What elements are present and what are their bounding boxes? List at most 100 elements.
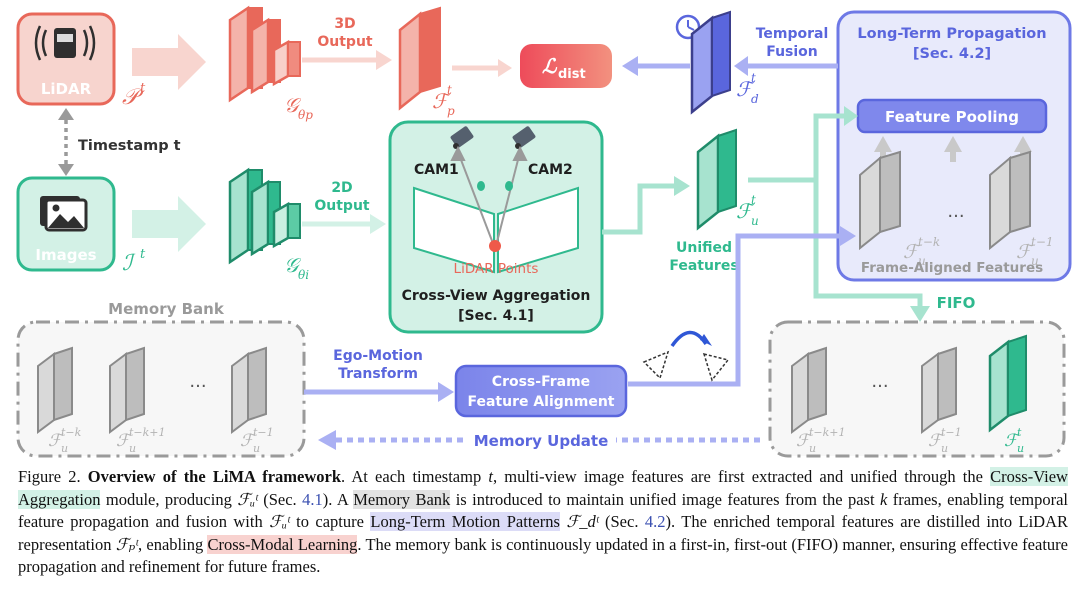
caption-text-3: module, producing bbox=[100, 489, 238, 509]
mem-right-label-3: ℱ u t bbox=[1004, 426, 1024, 455]
output-2d-arrowhead bbox=[370, 214, 386, 234]
svg-text:ℱ: ℱ bbox=[736, 77, 755, 101]
timestamp-label: Timestamp t bbox=[78, 138, 181, 154]
svg-text:ℱ: ℱ bbox=[928, 431, 945, 451]
output-2d-line2: Output bbox=[314, 198, 370, 214]
caption-text-6: is introduced to maintain unified image … bbox=[450, 489, 880, 509]
memory-update-label-bg bbox=[466, 428, 616, 452]
feature-pooling-label: Feature Pooling bbox=[885, 108, 1019, 126]
g-theta-p-label: 𝒢 θp bbox=[284, 93, 313, 122]
svg-text:u: u bbox=[918, 254, 926, 268]
mem-left-label-3: ℱ u t−1 bbox=[240, 426, 274, 455]
lidar-points-label: LiDAR Points bbox=[454, 261, 539, 277]
output-2d-line1: 2D bbox=[331, 180, 352, 196]
memory-ellipsis: ··· bbox=[189, 376, 206, 397]
lidar-to-encoder-arrow bbox=[132, 34, 206, 90]
svg-text:t: t bbox=[751, 71, 756, 85]
svg-text:ℱ: ℱ bbox=[48, 431, 65, 451]
temporal-fusion-arrowhead bbox=[734, 56, 748, 76]
svg-text:θi: θi bbox=[298, 268, 309, 282]
caption-text-8: to capture bbox=[289, 512, 371, 532]
svg-text:t: t bbox=[140, 247, 146, 262]
svg-text:ℱ: ℱ bbox=[796, 431, 813, 451]
loss-dist-label: ℒ dist bbox=[542, 54, 586, 82]
timestamp-up-arrowhead bbox=[58, 108, 74, 120]
svg-text:t−k+1: t−k+1 bbox=[809, 426, 846, 439]
caption-text-2: , multi-view image features are first ex… bbox=[492, 467, 991, 486]
svg-text:ℱ: ℱ bbox=[116, 431, 133, 451]
svg-text:u: u bbox=[751, 214, 759, 228]
memory-bank-label: Memory Bank bbox=[108, 300, 225, 318]
caption-highlight-cross-modal: Cross-Modal Learning bbox=[207, 534, 358, 554]
memory-update-arrowhead bbox=[318, 430, 336, 450]
unified-to-pooling-arrowhead bbox=[844, 106, 858, 126]
projection-point-right bbox=[505, 181, 513, 191]
svg-text:u: u bbox=[1017, 442, 1024, 455]
svg-text:p: p bbox=[447, 104, 455, 118]
svg-text:t−k+1: t−k+1 bbox=[129, 426, 166, 439]
framework-diagram: Memory Bank Long-Term Propagation [Sec. … bbox=[16, 5, 1072, 458]
fp-to-loss-arrowhead bbox=[498, 59, 512, 77]
cam1-label: CAM1 bbox=[414, 162, 459, 178]
svg-text:t−k: t−k bbox=[61, 426, 82, 439]
ego-motion-line2: Transform bbox=[338, 366, 418, 382]
images-label: Images bbox=[35, 246, 96, 264]
lidar-node bbox=[16, 12, 116, 106]
svg-text:t: t bbox=[1017, 426, 1022, 439]
caption-var-k: k bbox=[879, 489, 888, 509]
output-3d-line2: Output bbox=[317, 34, 373, 50]
lidar-point-dot bbox=[489, 240, 501, 252]
fd-to-loss-arrowhead bbox=[622, 56, 638, 76]
image-gallery-icon bbox=[40, 196, 88, 232]
caption-text-7: frames, enabling temporal feature propag… bbox=[18, 489, 1068, 532]
caption-var-t: t bbox=[488, 467, 493, 486]
projection-point-left bbox=[477, 181, 485, 191]
svg-text:t: t bbox=[140, 81, 146, 96]
cross-view-to-unified-arrow bbox=[602, 183, 676, 235]
caption-math-fu: ℱᵤᵗ bbox=[237, 489, 258, 509]
long-term-ref: [Sec. 4.2] bbox=[913, 46, 991, 62]
unified-to-fifo-arrowhead bbox=[910, 306, 930, 322]
caption-ref-4-2[interactable]: 4.2 bbox=[644, 512, 666, 532]
svg-text:u: u bbox=[61, 442, 68, 455]
fifo-ellipsis: ··· bbox=[871, 376, 888, 397]
caption-ref-4-1[interactable]: 4.1 bbox=[302, 489, 323, 509]
camera-view-planes bbox=[413, 186, 579, 274]
frame-aligned-label: Frame-Aligned Features bbox=[861, 260, 1043, 276]
output-3d-line1: 3D bbox=[334, 16, 355, 32]
svg-text:𝒢: 𝒢 bbox=[284, 253, 302, 277]
fifo-slab-new bbox=[988, 334, 1027, 433]
caption-math-fd: ℱ_dᵗ bbox=[566, 512, 599, 532]
svg-text:ℒ: ℒ bbox=[542, 54, 558, 78]
aligned-ellipsis: ··· bbox=[947, 206, 964, 227]
cross-frame-line1: Cross-Frame bbox=[492, 374, 590, 390]
f-d-label: ℱ d t bbox=[736, 71, 759, 106]
fifo-label: FIFO bbox=[937, 294, 976, 312]
svg-text:u: u bbox=[253, 442, 260, 455]
lidar-encoder bbox=[228, 5, 301, 103]
caption-fig-title: Overview of the LiMA framework bbox=[87, 467, 341, 486]
lidar-symbol: 𝒫 t bbox=[122, 81, 146, 110]
svg-text:t−1: t−1 bbox=[253, 426, 274, 439]
cross-frame-alignment-box bbox=[454, 364, 628, 418]
images-symbol: ℐ t bbox=[122, 247, 146, 276]
fifo-slab-1 bbox=[791, 346, 827, 434]
f-p-label: ℱ p t bbox=[432, 83, 455, 118]
svg-text:u: u bbox=[941, 442, 948, 455]
f-u-unified-feature bbox=[696, 128, 737, 231]
f-d-feature bbox=[690, 10, 731, 115]
svg-text:𝒢: 𝒢 bbox=[284, 93, 302, 117]
aligned-f-right-label: ℱ u t−1 bbox=[1016, 235, 1054, 268]
cross-frame-line2: Feature Alignment bbox=[467, 394, 614, 410]
cross-view-aggregation-box bbox=[388, 120, 604, 334]
mem-left-label-1: ℱ u t−k bbox=[48, 426, 82, 455]
aligned-f-left-label: ℱ u t−k bbox=[903, 235, 940, 268]
caption-text-4: (Sec. bbox=[257, 489, 303, 509]
pooling-up-arrows bbox=[874, 136, 1032, 162]
svg-text:dist: dist bbox=[558, 67, 586, 82]
mem-left-label-2: ℱ u t−k+1 bbox=[116, 426, 166, 455]
image-encoder bbox=[228, 167, 301, 265]
unified-to-pooling-arrow bbox=[748, 113, 846, 183]
lidar-label: LiDAR bbox=[41, 80, 92, 98]
cross-view-to-unified-arrowhead bbox=[674, 176, 690, 196]
